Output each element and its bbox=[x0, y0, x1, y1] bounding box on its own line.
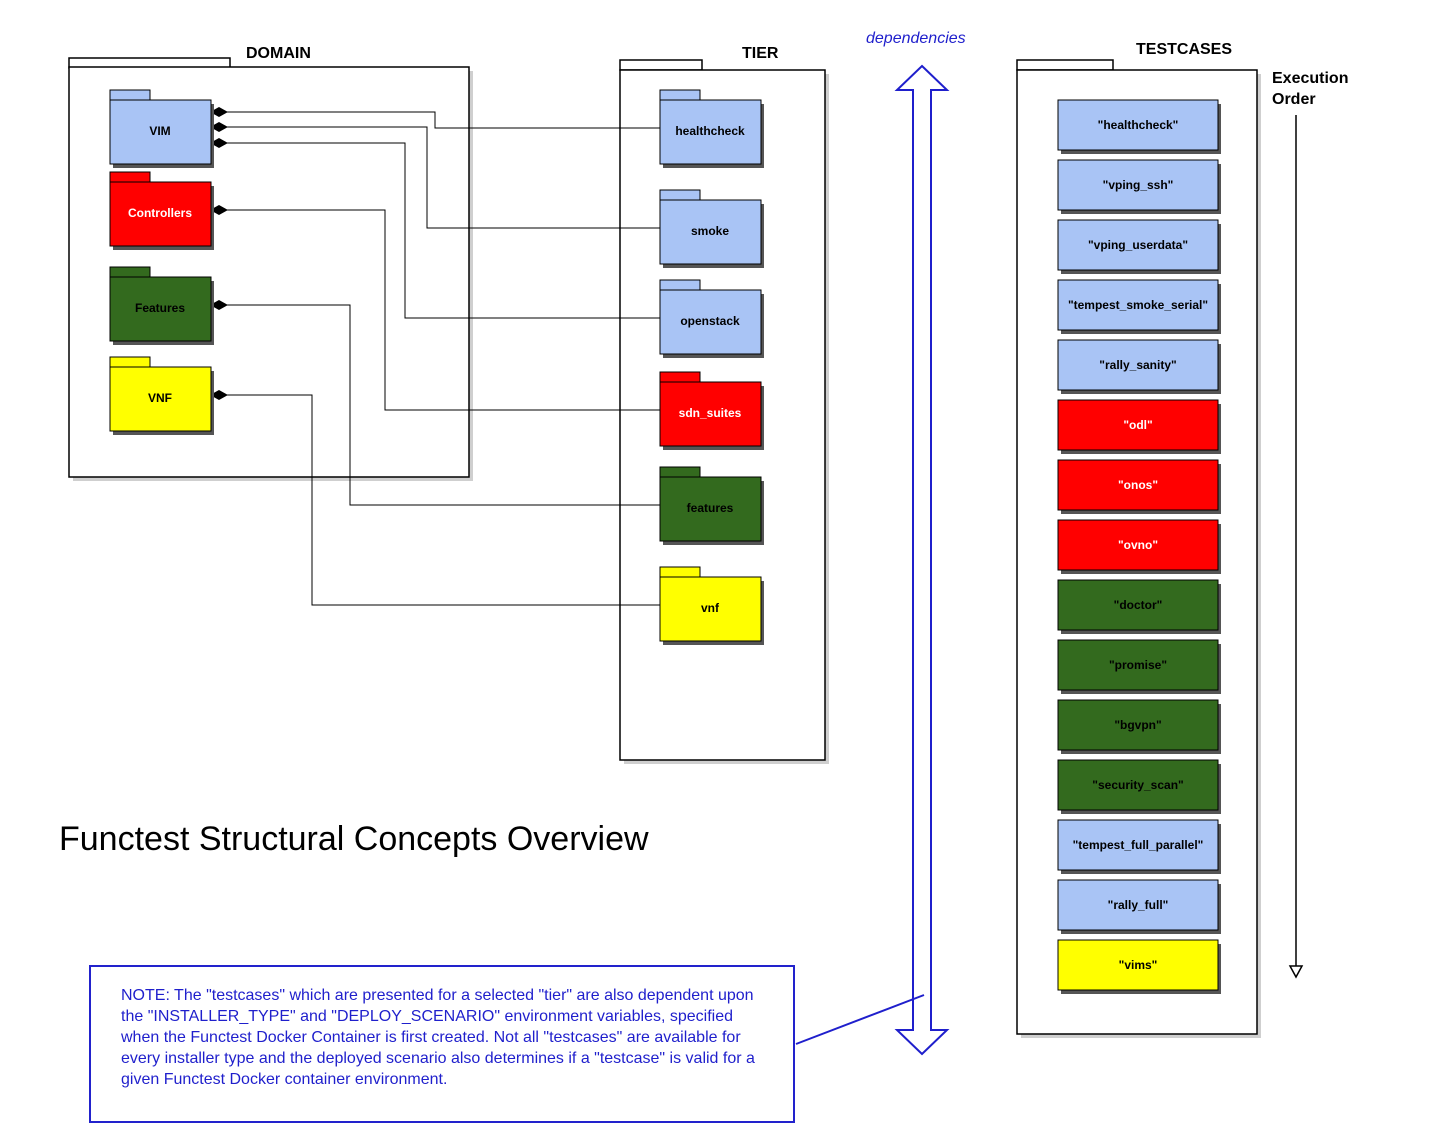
execution-order-label-line1: Execution bbox=[1272, 70, 1349, 87]
testcase-item: "rally_sanity" bbox=[1057, 339, 1221, 394]
testcase-item: "doctor" bbox=[1057, 579, 1221, 634]
testcase-box bbox=[1057, 579, 1219, 631]
tier-package: TIER bbox=[619, 45, 829, 764]
testcase-box bbox=[1057, 159, 1219, 211]
tier-folder-label: openstack bbox=[680, 314, 740, 328]
testcase-label: "promise" bbox=[1109, 658, 1167, 672]
tier-folder-healthcheck: healthcheck bbox=[659, 89, 764, 168]
link-features-features bbox=[219, 304, 660, 506]
tier-folder-openstack: openstack bbox=[659, 279, 764, 358]
testcase-label: "vping_ssh" bbox=[1103, 178, 1174, 192]
testcase-box bbox=[1057, 639, 1219, 691]
link-vim-smoke bbox=[219, 126, 660, 229]
tier-folder-smoke: smoke bbox=[659, 189, 764, 268]
testcase-item: "healthcheck" bbox=[1057, 99, 1221, 154]
testcase-item: "vims" bbox=[1057, 939, 1221, 994]
testcase-label: "tempest_smoke_serial" bbox=[1068, 298, 1208, 312]
dependencies-double-arrow-icon bbox=[894, 64, 950, 1056]
execution-order-label-line2: Order bbox=[1272, 91, 1316, 108]
testcase-label: "rally_full" bbox=[1108, 898, 1169, 912]
domain-folder-features: Features bbox=[109, 266, 214, 345]
testcase-box bbox=[1057, 939, 1219, 991]
testcase-label: "tempest_full_parallel" bbox=[1073, 838, 1204, 852]
domain-folder-vnf: VNF bbox=[109, 356, 214, 435]
domain-folder-controllers: Controllers bbox=[109, 171, 214, 250]
tier-folder-vnf: vnf bbox=[659, 566, 764, 645]
testcase-item: "onos" bbox=[1057, 459, 1221, 514]
testcase-box bbox=[1057, 879, 1219, 931]
testcase-label: "security_scan" bbox=[1092, 778, 1183, 792]
testcase-box bbox=[1057, 279, 1219, 331]
tier-folder-label: healthcheck bbox=[675, 124, 745, 138]
testcase-item: "bgvpn" bbox=[1057, 699, 1221, 754]
testcase-label: "onos" bbox=[1118, 478, 1158, 492]
testcase-box bbox=[1057, 819, 1219, 871]
tier-folder-label: smoke bbox=[691, 224, 729, 238]
testcase-list: "healthcheck" "vping_ssh" "vping_userdata"… bbox=[1057, 99, 1221, 994]
connectors bbox=[210, 107, 660, 606]
testcase-label: "vims" bbox=[1119, 958, 1158, 972]
tier-folder-label: vnf bbox=[701, 601, 720, 615]
tier-label: TIER bbox=[742, 45, 779, 62]
link-controllers-sdn-suites bbox=[219, 209, 660, 411]
execution-order-arrowhead-icon bbox=[1288, 965, 1304, 979]
link-vim-healthcheck bbox=[219, 111, 660, 129]
testcase-label: "vping_userdata" bbox=[1088, 238, 1188, 252]
domain-folder-vim: VIM bbox=[109, 89, 214, 168]
testcase-item: "odl" bbox=[1057, 399, 1221, 454]
domain-folder-label: VIM bbox=[149, 124, 170, 138]
link-vim-openstack bbox=[219, 142, 660, 319]
testcase-box bbox=[1057, 699, 1219, 751]
testcase-item: "vping_userdata" bbox=[1057, 219, 1221, 274]
testcase-item: "tempest_full_parallel" bbox=[1057, 819, 1221, 874]
testcase-label: "odl" bbox=[1123, 418, 1152, 432]
tier-folder-sdn-suites: sdn_suites bbox=[659, 371, 764, 450]
testcase-box bbox=[1057, 399, 1219, 451]
testcase-label: "rally_sanity" bbox=[1099, 358, 1176, 372]
testcase-label: "healthcheck" bbox=[1098, 118, 1179, 132]
testcase-box bbox=[1057, 99, 1219, 151]
aggregation-diamond bbox=[210, 205, 228, 215]
tier-folder-label: sdn_suites bbox=[679, 406, 742, 420]
aggregation-diamond bbox=[210, 390, 228, 400]
note-box: NOTE: The "testcases" which are presente… bbox=[89, 965, 795, 1123]
note-text: NOTE: The "testcases" which are presente… bbox=[121, 987, 755, 1088]
testcase-box bbox=[1057, 759, 1219, 811]
diagram-title: Functest Structural Concepts Overview bbox=[59, 820, 649, 858]
testcase-box bbox=[1057, 219, 1219, 271]
testcase-item: "vping_ssh" bbox=[1057, 159, 1221, 214]
tier-folder-label: features bbox=[687, 501, 734, 515]
testcase-box bbox=[1057, 339, 1219, 391]
testcase-label: "bgvpn" bbox=[1114, 718, 1161, 732]
testcase-label: "ovno" bbox=[1118, 538, 1158, 552]
tier-folder-features: features bbox=[659, 466, 764, 545]
testcase-item: "rally_full" bbox=[1057, 879, 1221, 934]
domain-folder-label: VNF bbox=[148, 391, 172, 405]
dependencies-label: dependencies bbox=[866, 30, 966, 47]
testcase-item: "tempest_smoke_serial" bbox=[1057, 279, 1221, 334]
domain-label: DOMAIN bbox=[246, 45, 311, 62]
testcase-box bbox=[1057, 459, 1219, 511]
testcase-item: "promise" bbox=[1057, 639, 1221, 694]
testcase-label: "doctor" bbox=[1114, 598, 1163, 612]
testcase-box bbox=[1057, 519, 1219, 571]
testcases-label: TESTCASES bbox=[1136, 41, 1232, 58]
aggregation-diamond bbox=[210, 107, 228, 117]
aggregation-diamond bbox=[210, 300, 228, 310]
testcase-item: "ovno" bbox=[1057, 519, 1221, 574]
domain-folder-label: Controllers bbox=[128, 206, 192, 220]
note-pointer-line bbox=[795, 994, 925, 1045]
aggregation-diamond bbox=[210, 138, 228, 148]
testcase-item: "security_scan" bbox=[1057, 759, 1221, 814]
aggregation-diamond bbox=[210, 122, 228, 132]
domain-folder-label: Features bbox=[135, 301, 185, 315]
link-vnf-vnf bbox=[219, 394, 660, 606]
